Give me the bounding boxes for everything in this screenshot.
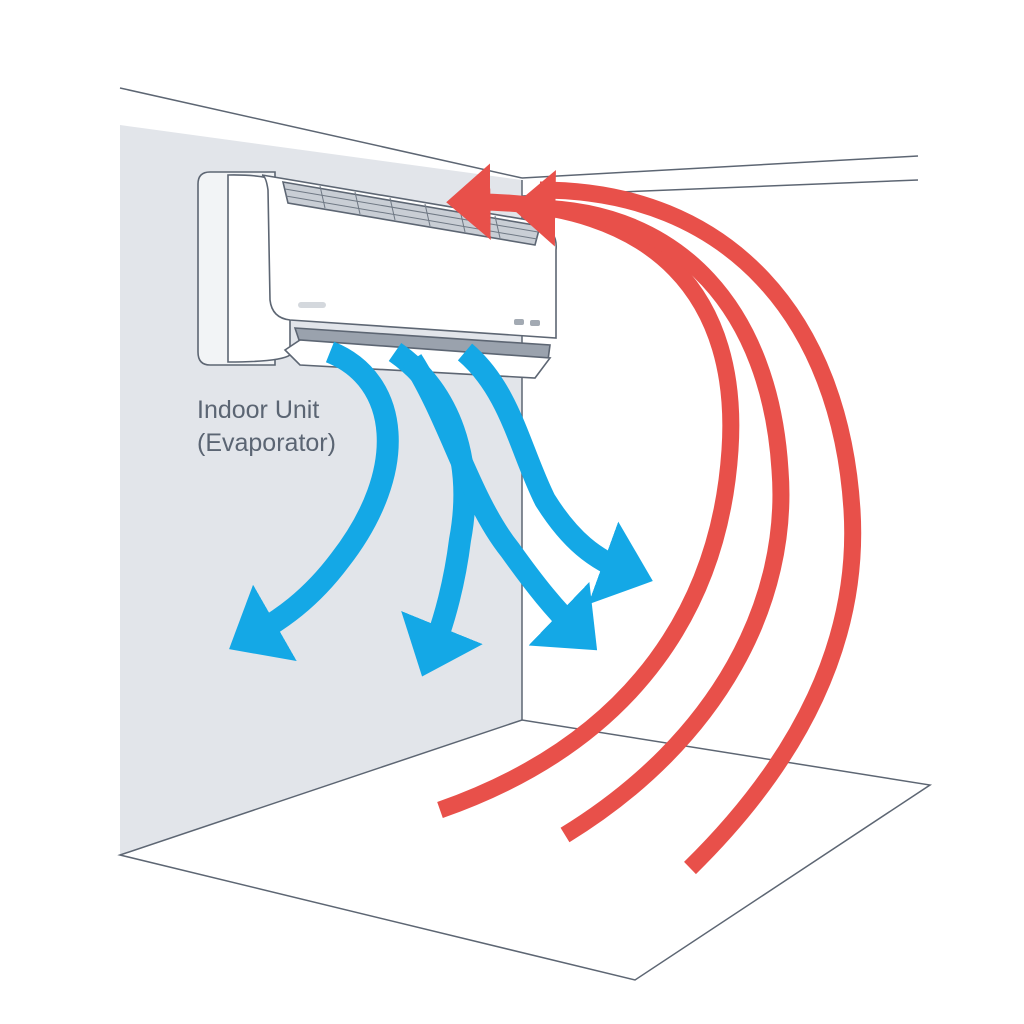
- warm-air-arrow: [539, 181, 862, 875]
- label-line-2: (Evaporator): [197, 429, 336, 457]
- cool-air-arrow: [229, 341, 399, 662]
- label-line-1: Indoor Unit: [197, 396, 320, 424]
- ceiling-line: [119, 87, 523, 179]
- warm-air-flow: [437, 163, 862, 875]
- status-light: [514, 319, 524, 325]
- cool-air-flow: [229, 341, 653, 677]
- cool-air-arrow: [402, 354, 598, 651]
- display-indicator: [298, 302, 326, 308]
- status-light: [530, 320, 540, 326]
- ceiling-line: [521, 155, 919, 179]
- warm-air-arrow: [511, 170, 790, 843]
- cool-air-arrow: [457, 343, 653, 605]
- indoor-unit-label: Indoor Unit (Evaporator): [197, 394, 336, 460]
- floor-rug: [117, 719, 933, 981]
